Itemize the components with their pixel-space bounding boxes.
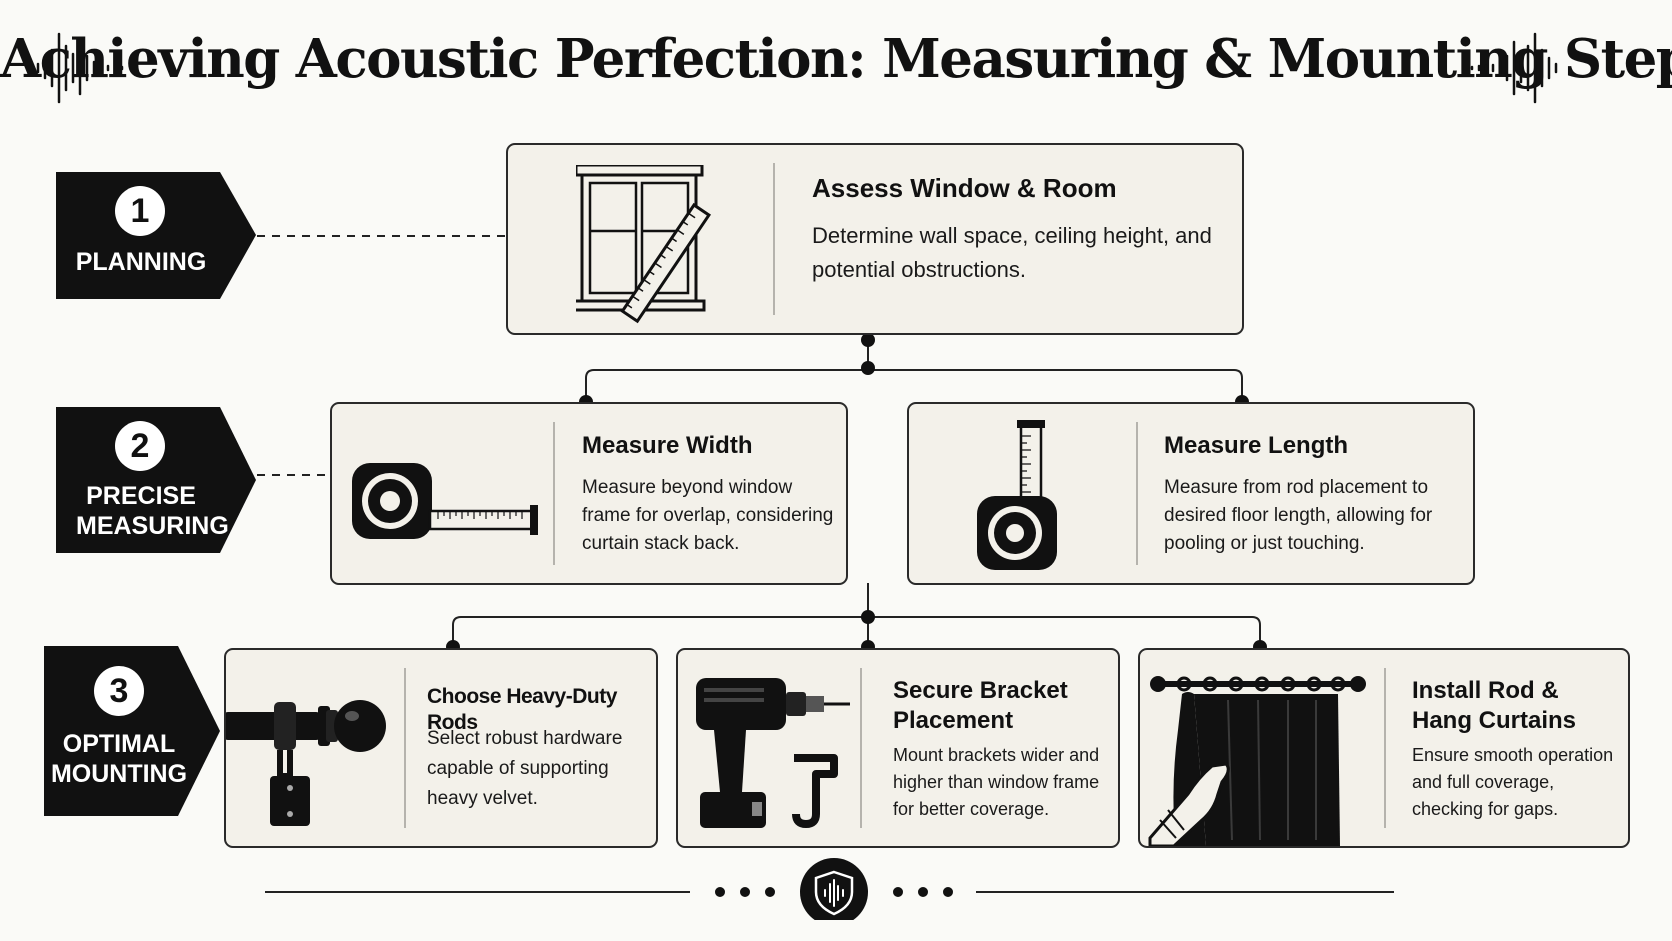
- stage-number: 2: [115, 421, 165, 471]
- connector-dot: [861, 361, 875, 375]
- stage-badge-3: 3 OPTIMAL MOUNTING: [44, 646, 220, 816]
- step-description: Mount brackets wider and higher than win…: [893, 745, 1100, 819]
- sound-wave-right-icon: [1470, 32, 1558, 104]
- step-card-secure-bracket: Secure Bracket Placement Mount brackets …: [676, 648, 1120, 848]
- badge-shape: [56, 172, 256, 299]
- connector-level-1: [585, 334, 1243, 401]
- sound-wave-left-icon: [36, 32, 124, 104]
- stage-label: PRECISE MEASURING: [76, 482, 229, 540]
- step-card-install-rod: Install Rod & Hang Curtains Ensure smoot…: [1138, 648, 1630, 848]
- tape-measure-vertical-icon: [977, 420, 1057, 570]
- drill-bracket-icon: [696, 678, 850, 828]
- stage-label: PLANNING: [75, 248, 207, 276]
- connector-level-2: [452, 583, 1261, 647]
- stage-label: OPTIMAL MOUNTING: [50, 730, 188, 788]
- connector-dot: [861, 610, 875, 624]
- step-title: Secure Bracket Placement: [893, 677, 1068, 734]
- card-divider: [1136, 422, 1138, 565]
- curtain-hand-icon: [1148, 676, 1366, 846]
- card-divider: [404, 668, 406, 828]
- step-description: Measure from rod placement to desired fl…: [1164, 477, 1433, 554]
- window-ruler-icon: [576, 165, 712, 324]
- shield-sound-icon: [800, 858, 868, 920]
- connector-dot: [861, 333, 875, 347]
- stage-badge-2: 2 PRECISE MEASURING: [56, 407, 256, 553]
- step-title: Install Rod & Hang Curtains: [1412, 677, 1577, 734]
- step-card-choose-rods: Choose Heavy-Duty Rods Select robust har…: [224, 648, 658, 848]
- card-divider: [860, 668, 862, 828]
- stage-number: 1: [115, 186, 165, 236]
- stage-badge-1: 1 PLANNING: [56, 172, 256, 299]
- step-description: Select robust hardware capable of suppor…: [427, 728, 623, 809]
- step-card-measure-length: Measure Length Measure from rod placemen…: [907, 402, 1475, 585]
- page-title: Achieving Acoustic Perfection: Measuring…: [0, 28, 1672, 90]
- card-divider: [1384, 668, 1386, 828]
- card-divider: [773, 163, 775, 315]
- tape-measure-horizontal-icon: [352, 463, 538, 539]
- step-card-measure-width: Measure Width Measure beyond window fram…: [330, 402, 848, 585]
- step-description: Determine wall space, ceiling height, an…: [812, 223, 1212, 282]
- card-divider: [553, 422, 555, 565]
- step-title: Assess Window & Room: [812, 173, 1117, 203]
- footer-ornament: [265, 858, 1394, 920]
- step-title: Measure Width: [582, 432, 753, 459]
- step-description: Ensure smooth operation and full coverag…: [1412, 745, 1614, 819]
- stage-number: 3: [94, 666, 144, 716]
- step-card-assess-window: Assess Window & Room Determine wall spac…: [506, 143, 1244, 335]
- step-title: Measure Length: [1164, 432, 1349, 459]
- curtain-rod-finial-icon: [226, 700, 386, 826]
- step-description: Measure beyond window frame for overlap,…: [582, 477, 834, 554]
- step-title: Choose Heavy-Duty Rods: [427, 685, 617, 734]
- badge-shape: [44, 646, 220, 816]
- badge-shape: [56, 407, 256, 553]
